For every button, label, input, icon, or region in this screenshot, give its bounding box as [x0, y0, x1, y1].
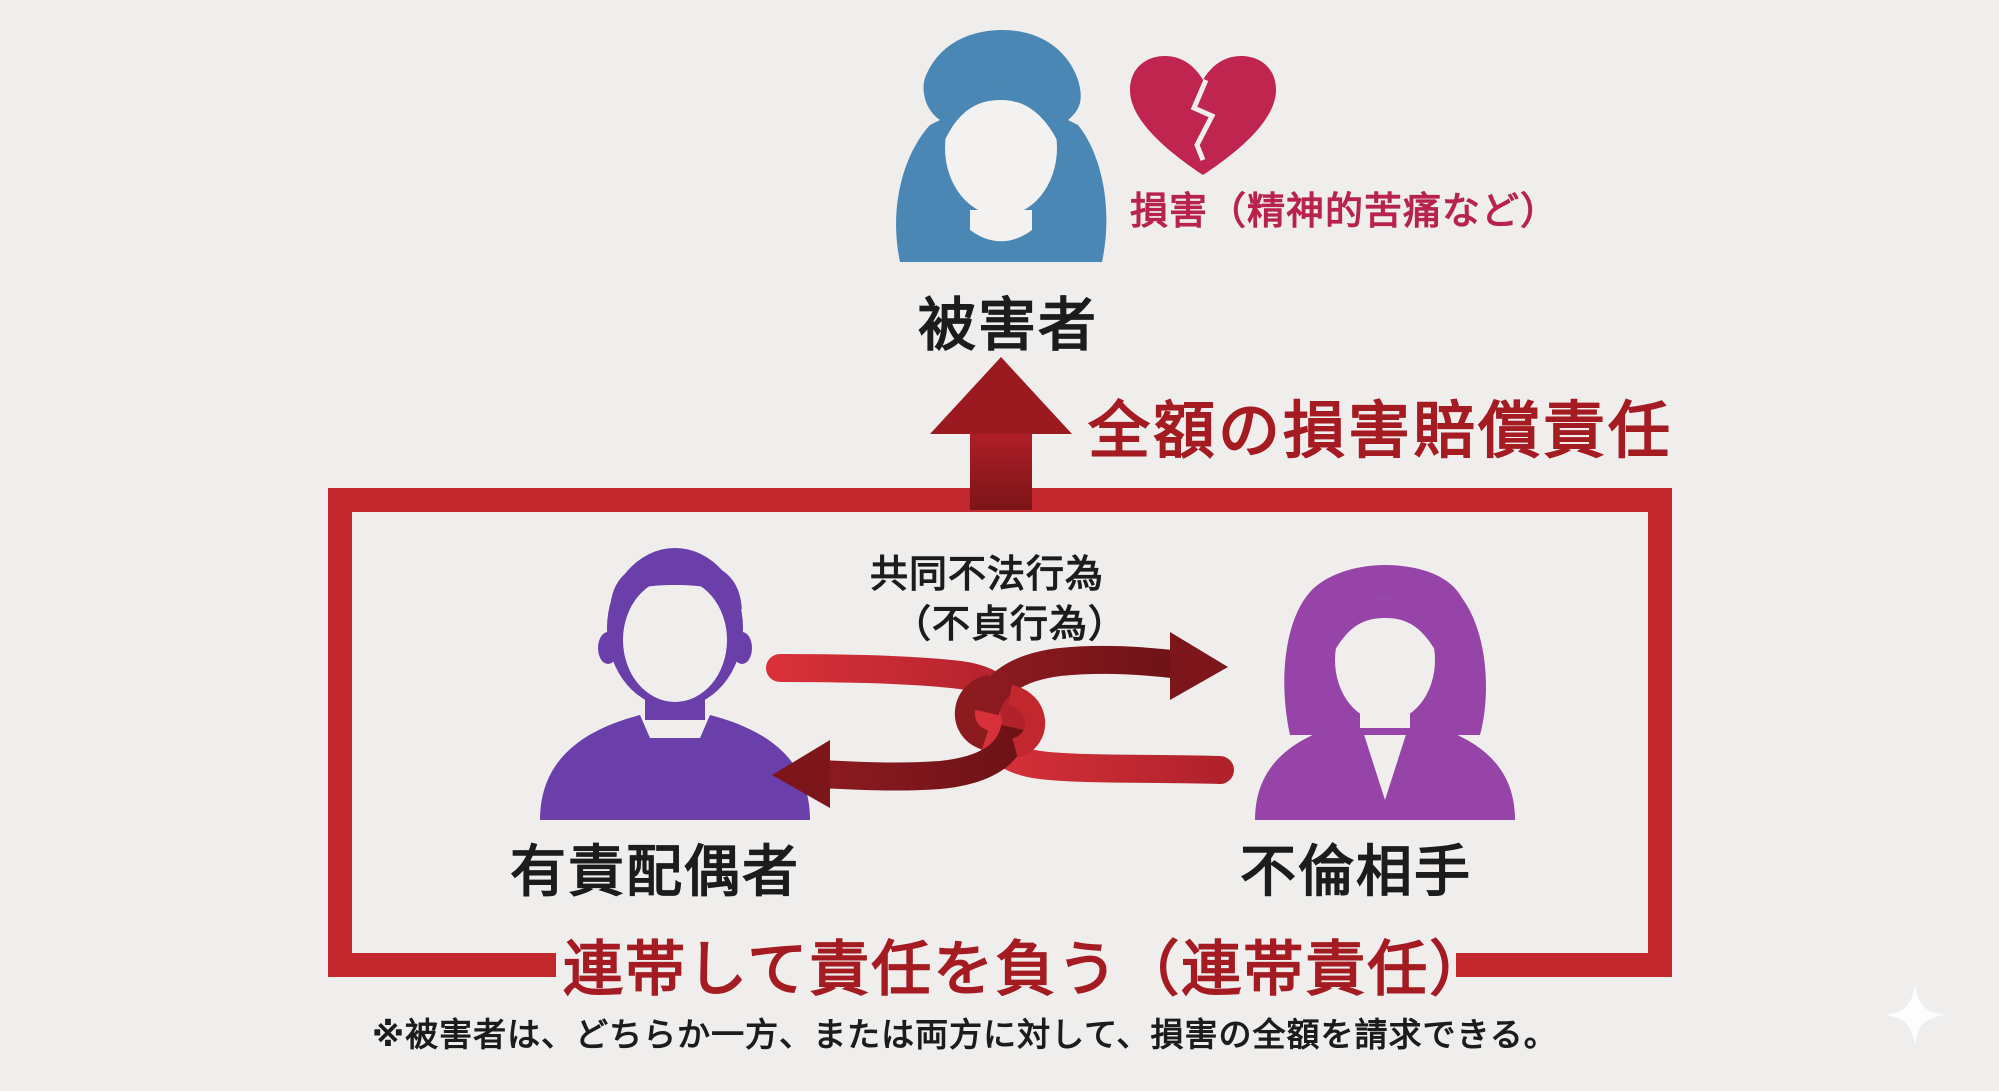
broken-heart-icon — [1130, 56, 1276, 175]
partner-label: 不倫相手 — [1240, 840, 1472, 905]
victim-avatar-icon — [896, 30, 1107, 262]
victim-label: 被害者 — [918, 291, 1099, 359]
footnote: ※被害者は、どちらか一方、または両方に対して、損害の全額を請求できる。 — [372, 1015, 1558, 1054]
spouse-avatar-icon — [540, 548, 810, 820]
partner-avatar-icon — [1255, 565, 1515, 820]
spouse-label: 有責配偶者 — [510, 840, 800, 905]
joint-tort-label: 共同不法行為 — [870, 552, 1105, 596]
damage-label: 損害（精神的苦痛など） — [1130, 189, 1560, 233]
interlocking-arrows-icon — [766, 632, 1234, 808]
joint-liability-label: 連帯して責任を負う（連帯責任） — [563, 935, 1492, 1005]
sparkle-icon — [1885, 985, 1945, 1045]
full-liability-label: 全額の損害賠償責任 — [1088, 394, 1674, 467]
upward-arrow-icon — [930, 357, 1072, 510]
adultery-label: （不貞行為） — [893, 602, 1128, 646]
